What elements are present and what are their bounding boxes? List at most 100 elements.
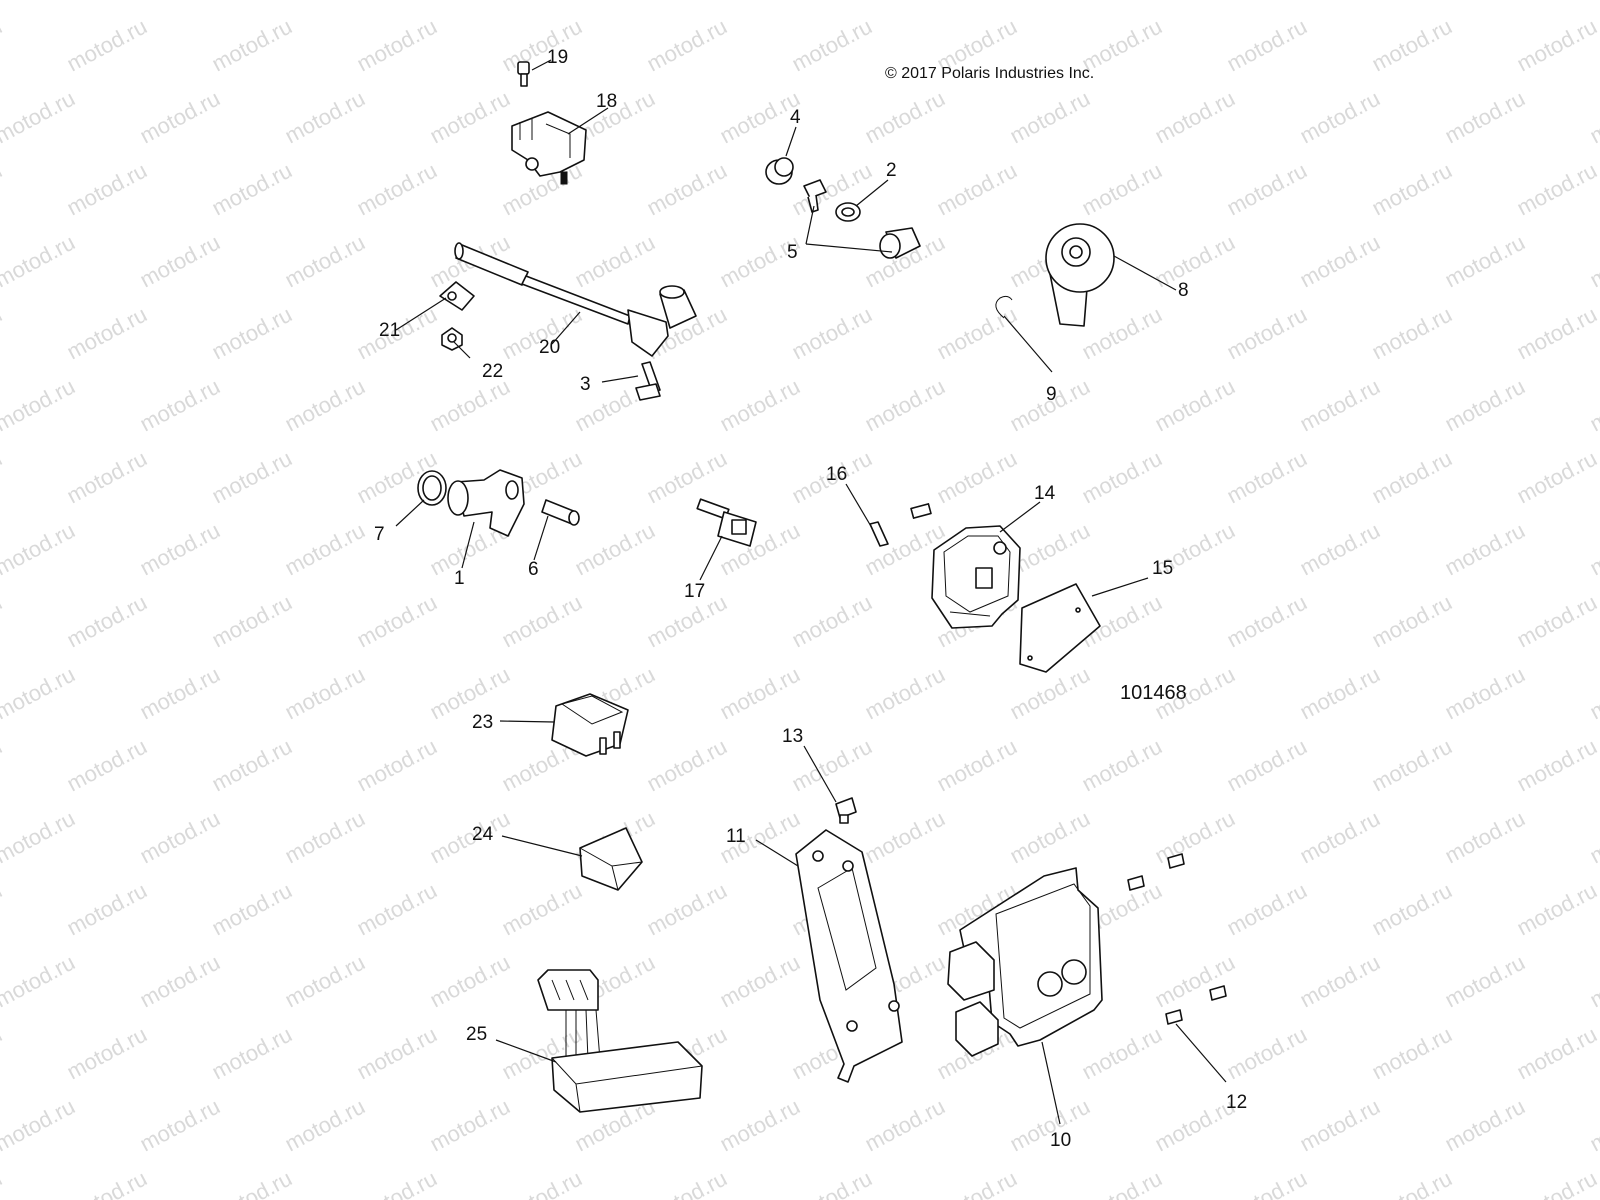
watermark-text: motod.ru — [1513, 302, 1600, 365]
watermark-text: motod.ru — [0, 446, 6, 509]
watermark-text: motod.ru — [788, 302, 876, 365]
watermark-text: motod.ru — [1441, 662, 1529, 725]
watermark-text: motod.ru — [136, 950, 224, 1013]
watermark-text: motod.ru — [1078, 734, 1166, 797]
watermark-text: motod.ru — [353, 158, 441, 221]
watermark-text: motod.ru — [643, 446, 731, 509]
watermark-text: motod.ru — [281, 518, 369, 581]
watermark-text: motod.ru — [1586, 806, 1600, 869]
callout-23: 23 — [472, 712, 493, 733]
watermark-text: motod.ru — [1513, 734, 1600, 797]
watermark-text: motod.ru — [1078, 158, 1166, 221]
watermark-text: motod.ru — [426, 1094, 514, 1157]
watermark-text: motod.ru — [1078, 1022, 1166, 1085]
watermark-text: motod.ru — [1441, 806, 1529, 869]
part-11-bracket — [795, 829, 903, 1083]
watermark-text: motod.ru — [0, 518, 79, 581]
watermark-text: motod.ru — [1441, 1094, 1529, 1157]
watermark-text: motod.ru — [571, 230, 659, 293]
watermark-text: motod.ru — [1586, 86, 1600, 149]
watermark-text: motod.ru — [63, 158, 151, 221]
watermark-text: motod.ru — [1586, 950, 1600, 1013]
watermark-text: motod.ru — [1296, 518, 1384, 581]
watermark-text: motod.ru — [208, 590, 296, 653]
watermark-text: motod.ru — [1296, 230, 1384, 293]
part-18-map-sensor — [511, 111, 587, 185]
watermark-text: motod.ru — [1223, 1022, 1311, 1085]
watermark-text: motod.ru — [1223, 14, 1311, 77]
watermark-text: motod.ru — [1006, 662, 1094, 725]
watermark-text: motod.ru — [571, 518, 659, 581]
watermark-text: motod.ru — [1368, 1022, 1456, 1085]
part-16-bolt — [869, 503, 932, 547]
watermark-text: motod.ru — [788, 14, 876, 77]
watermark-text: motod.ru — [1368, 878, 1456, 941]
watermark-text: motod.ru — [1441, 374, 1529, 437]
watermark-text: motod.ru — [1006, 86, 1094, 149]
callout-11: 11 — [726, 826, 746, 847]
callout-14: 14 — [1034, 483, 1056, 504]
part-13-screw — [835, 797, 857, 824]
watermark-text: motod.ru — [1513, 446, 1600, 509]
watermark-text: motod.ru — [933, 446, 1021, 509]
watermark-text: motod.ru — [63, 1022, 151, 1085]
watermark-text: motod.ru — [1586, 374, 1600, 437]
watermark-text: motod.ru — [861, 662, 949, 725]
watermark-text: motod.ru — [63, 302, 151, 365]
watermark-text: motod.ru — [0, 878, 6, 941]
watermark-text: motod.ru — [1296, 0, 1384, 4]
part-12-screws — [1127, 853, 1227, 1025]
part-21-clip — [439, 281, 475, 311]
watermark-text: motod.ru — [0, 158, 6, 221]
callout-8: 8 — [1178, 280, 1189, 301]
callout-22: 22 — [482, 361, 503, 382]
callout-16: 16 — [826, 464, 847, 485]
watermark-text: motod.ru — [933, 1166, 1021, 1200]
part-24-relay — [579, 827, 643, 891]
watermark-text: motod.ru — [1151, 86, 1239, 149]
watermark-text: motod.ru — [0, 1166, 6, 1200]
watermark-text: motod.ru — [63, 590, 151, 653]
watermark-text: motod.ru — [1513, 590, 1600, 653]
watermark-text: motod.ru — [788, 1166, 876, 1200]
watermark-text: motod.ru — [1078, 446, 1166, 509]
watermark-text: motod.ru — [0, 590, 6, 653]
watermark-text: motod.ru — [1078, 302, 1166, 365]
callout-1: 1 — [454, 568, 465, 589]
watermark-text: motod.ru — [136, 230, 224, 293]
callout-5: 5 — [787, 242, 798, 263]
watermark-text: motod.ru — [788, 158, 876, 221]
callout-19: 19 — [547, 47, 568, 68]
watermark-text: motod.ru — [63, 446, 151, 509]
watermark-text: motod.ru — [1441, 230, 1529, 293]
callout-labels: 19 18 21 22 20 3 4 2 5 8 9 7 1 6 17 16 1… — [374, 47, 1247, 1151]
part-9-clip — [995, 295, 1013, 319]
watermark-text: motod.ru — [861, 1094, 949, 1157]
watermark-text: motod.ru — [1223, 878, 1311, 941]
watermark-text: motod.ru — [1296, 662, 1384, 725]
watermark-text: motod.ru — [0, 1094, 79, 1157]
watermark-text: motod.ru — [643, 14, 731, 77]
watermark-text: motod.ru — [1151, 374, 1239, 437]
watermark-text: motod.ru — [861, 0, 949, 4]
callout-15: 15 — [1152, 558, 1173, 579]
watermark-text: motod.ru — [1151, 950, 1239, 1013]
part-7-o-ring — [417, 470, 447, 506]
callout-9: 9 — [1046, 384, 1057, 405]
watermark-text: motod.ru — [1151, 0, 1239, 4]
watermark-text: motod.ru — [281, 0, 369, 4]
watermark-text: motod.ru — [281, 374, 369, 437]
watermark-text: motod.ru — [933, 158, 1021, 221]
leader-lines — [395, 59, 1227, 1125]
part-2-o-ring — [835, 202, 861, 222]
part-17-temp-sensor — [696, 498, 757, 547]
watermark-text: motod.ru — [208, 1022, 296, 1085]
watermark-text: motod.ru — [1151, 806, 1239, 869]
watermark-text: motod.ru — [1586, 230, 1600, 293]
watermark-text: motod.ru — [426, 950, 514, 1013]
watermark-text: motod.ru — [426, 86, 514, 149]
callout-10: 10 — [1050, 1130, 1071, 1151]
watermark-text: motod.ru — [1586, 662, 1600, 725]
watermark-text: motod.ru — [1223, 158, 1311, 221]
